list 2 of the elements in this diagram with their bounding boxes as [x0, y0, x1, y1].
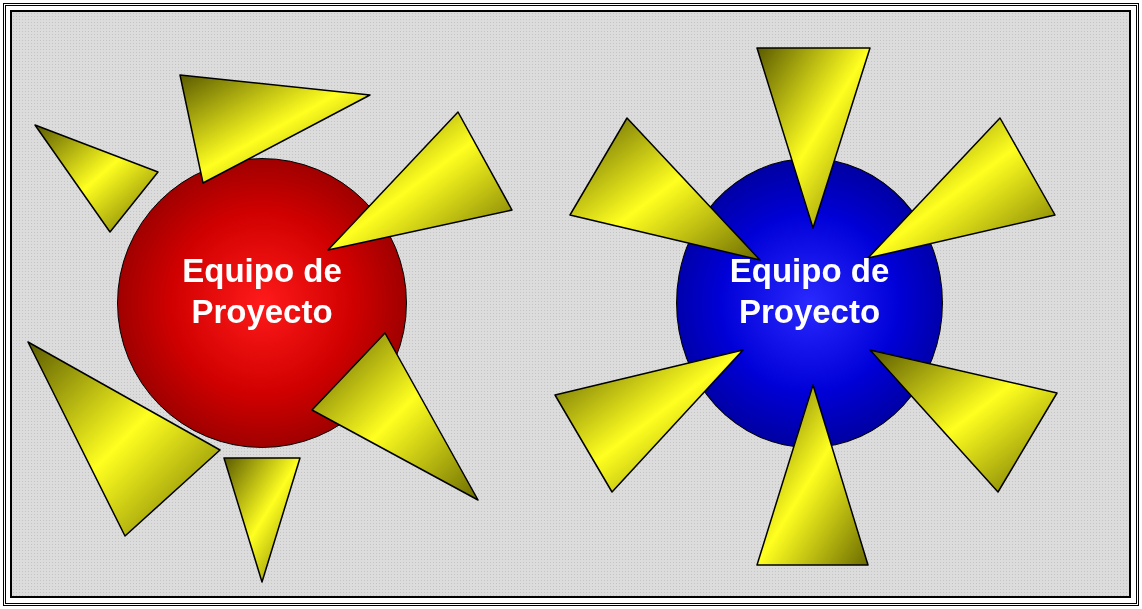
node-label: Equipo de Proyecto — [181, 250, 343, 332]
node-label: Equipo de Proyecto — [728, 250, 891, 332]
